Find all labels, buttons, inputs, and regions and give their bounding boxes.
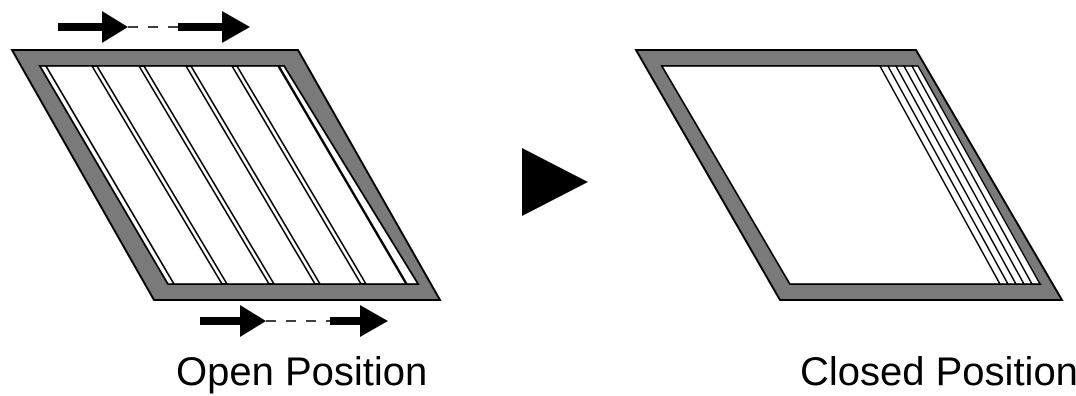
open-slat — [95, 65, 271, 285]
open-slats — [38, 65, 420, 285]
closed-slats — [660, 65, 1042, 285]
right-arrow-icon — [58, 11, 250, 43]
open-slat — [44, 65, 224, 285]
right-arrow-icon — [200, 305, 388, 337]
open-slat — [142, 65, 317, 285]
open-slat — [189, 65, 363, 285]
closed-slat — [910, 65, 1042, 285]
closed-position-caption: Closed Position — [800, 350, 1076, 394]
play-triangle-icon — [522, 148, 588, 216]
open-position-caption: Open Position — [176, 350, 428, 394]
open-slat — [277, 65, 420, 285]
open-slat — [235, 65, 408, 285]
